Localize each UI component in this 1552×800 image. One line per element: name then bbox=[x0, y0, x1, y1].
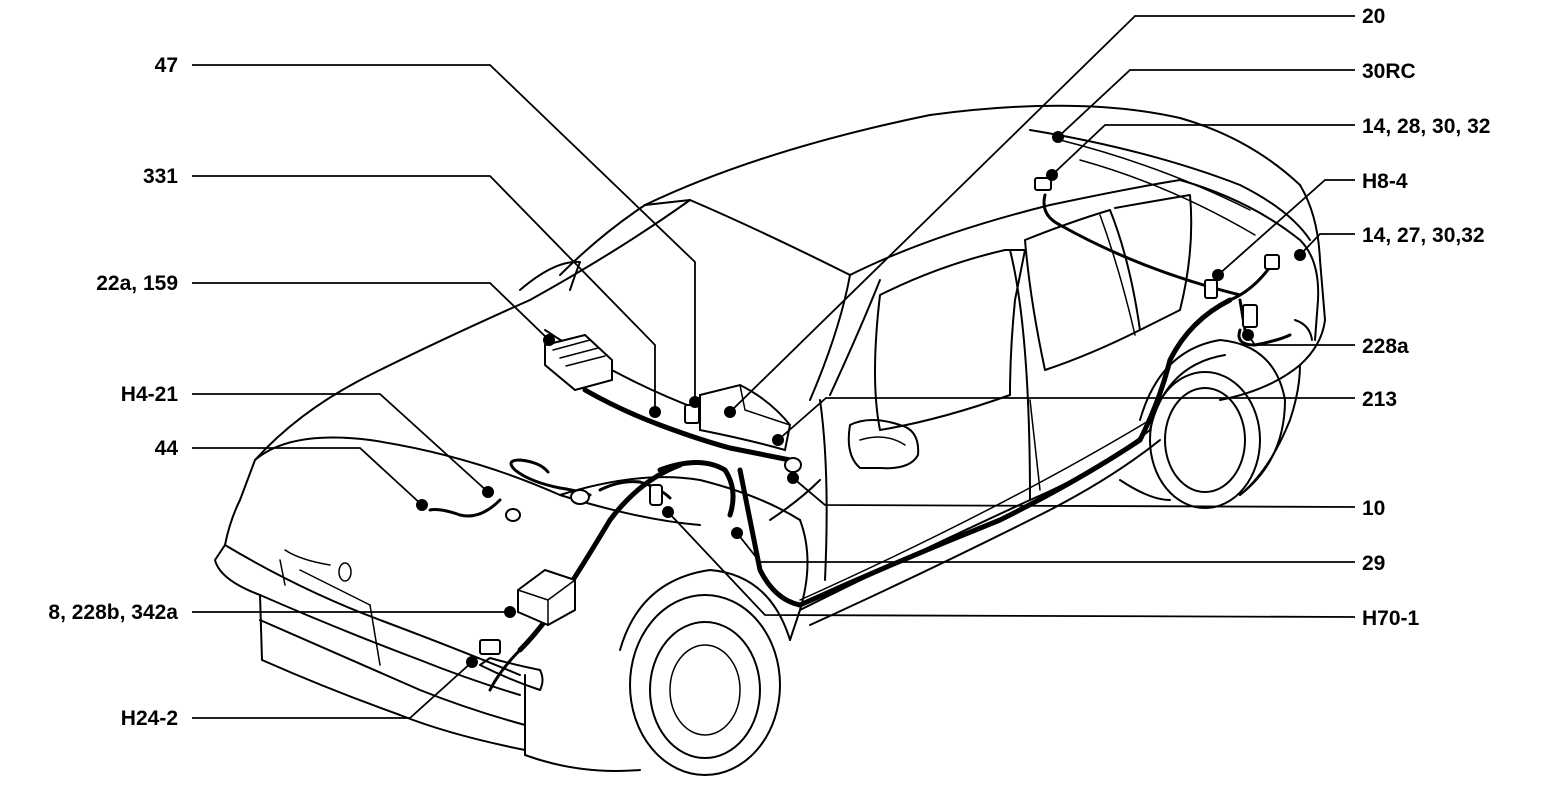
dot-30rc bbox=[1052, 131, 1064, 143]
dot-8-228b bbox=[504, 606, 516, 618]
dot-331 bbox=[649, 406, 661, 418]
callout-14-27-30-32: 14, 27, 30,32 bbox=[1362, 224, 1485, 247]
dot-47 bbox=[689, 396, 701, 408]
callout-h4-21: H4-21 bbox=[121, 383, 179, 406]
callout-h70-1: H70-1 bbox=[1362, 607, 1420, 630]
dot-213 bbox=[772, 434, 784, 446]
battery bbox=[517, 568, 576, 627]
dot-44 bbox=[416, 499, 428, 511]
callout-labels: 20 30RC 14, 28, 30, 32 H8-4 14, 27, 30,3… bbox=[48, 5, 1490, 730]
components bbox=[479, 177, 1280, 655]
dot-14-28 bbox=[1046, 169, 1058, 181]
dot-228a bbox=[1242, 329, 1254, 341]
dot-10 bbox=[787, 472, 799, 484]
callout-14-28-30-32: 14, 28, 30, 32 bbox=[1362, 115, 1490, 138]
callout-h24-2: H24-2 bbox=[121, 707, 178, 730]
dot-14-27 bbox=[1294, 249, 1306, 261]
callout-dots bbox=[416, 131, 1306, 668]
callout-30rc: 30RC bbox=[1362, 60, 1416, 83]
dot-h8-4 bbox=[1212, 269, 1224, 281]
leader-lines bbox=[192, 15, 1356, 719]
car-body bbox=[214, 104, 1326, 776]
dot-20 bbox=[724, 406, 736, 418]
callout-22a-159: 22a, 159 bbox=[96, 272, 178, 295]
callout-20: 20 bbox=[1362, 5, 1385, 28]
callout-8-228b-342a: 8, 228b, 342a bbox=[48, 601, 178, 624]
callout-44: 44 bbox=[155, 437, 179, 460]
callout-h8-4: H8-4 bbox=[1362, 170, 1408, 193]
dot-h24-2 bbox=[466, 656, 478, 668]
callout-29: 29 bbox=[1362, 552, 1385, 575]
callout-10: 10 bbox=[1362, 497, 1385, 520]
callout-331: 331 bbox=[143, 165, 178, 188]
callout-213: 213 bbox=[1362, 388, 1397, 411]
callout-228a: 228a bbox=[1362, 335, 1409, 358]
dot-29 bbox=[731, 527, 743, 539]
callout-47: 47 bbox=[155, 54, 178, 77]
dot-h4-21 bbox=[482, 486, 494, 498]
dot-h70-1 bbox=[662, 506, 674, 518]
dot-22a bbox=[543, 334, 555, 346]
